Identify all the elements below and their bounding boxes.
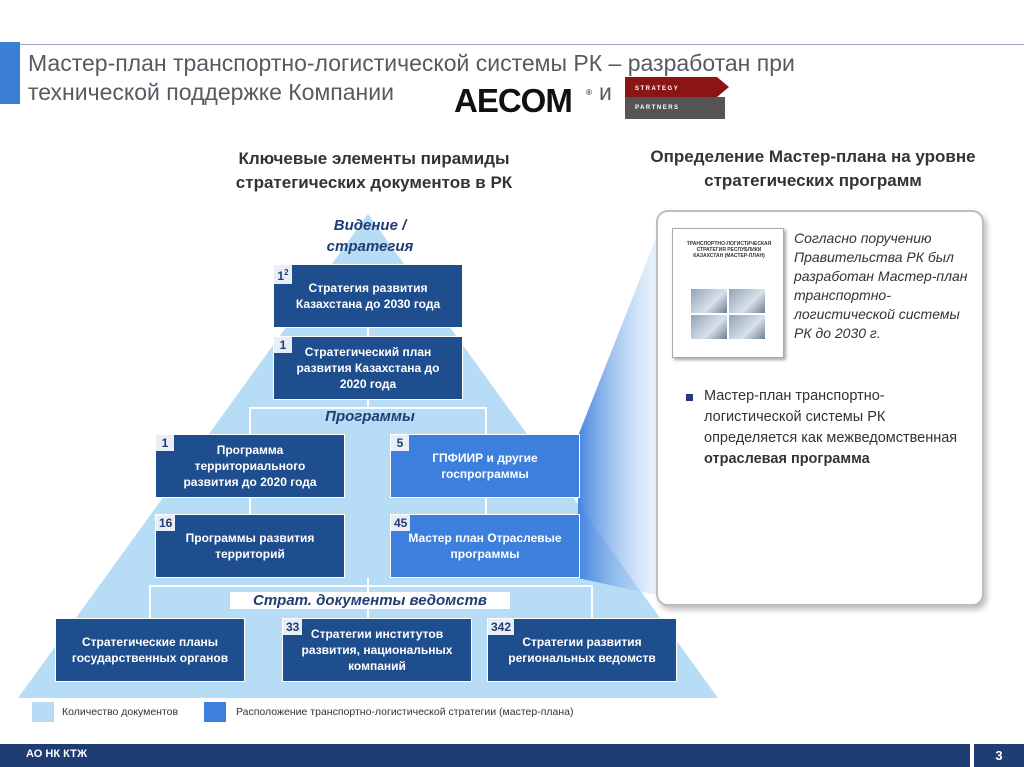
svg-text:AECOM: AECOM <box>454 82 572 119</box>
card-bullet-bold: отраслевая программа <box>704 451 870 467</box>
masterplan-heading: Определение Мастер-плана на уровне страт… <box>650 147 976 190</box>
legend-location-label: Расположение транспортно-логистической с… <box>236 706 574 718</box>
strategy-partners-logo: STRATEGY PARTNERS <box>625 77 729 119</box>
box-master-plan: Мастер план Отраслевые программы <box>390 514 580 578</box>
level-dept-label: Страт. документы ведомств <box>230 592 510 609</box>
sp-logo-top-text: STRATEGY <box>635 86 679 92</box>
footer-bar <box>0 744 970 767</box>
legend-location-swatch <box>204 702 226 722</box>
box-dev-institutions: Стратегии институтов развития, националь… <box>282 618 472 682</box>
pyramid-heading: Ключевые элементы пирамиды стратегически… <box>235 149 513 192</box>
badge-dev-institutions: 33 <box>283 619 303 635</box>
bullet-marker <box>686 394 693 401</box>
badge-gpfiir: 5 <box>391 435 409 451</box>
box-state-bodies-plans: Стратегические планы государственных орг… <box>55 618 245 682</box>
title-and-word: и <box>599 79 612 105</box>
box-strategic-plan-2020: Стратегический план развития Казахстана … <box>273 336 463 400</box>
box-strategy-2030-text: Стратегия развития Казахстана до 2030 го… <box>295 281 441 311</box>
box-dev-institutions-text: Стратегии институтов развития, националь… <box>301 627 453 673</box>
aecom-logo: AECOM ® <box>454 82 592 119</box>
page-number: 3 <box>974 744 1024 767</box>
box-regional-agencies: Стратегии развития региональных ведомств <box>487 618 677 682</box>
badge-territory-programs: 16 <box>156 515 176 531</box>
masterplan-booklet-image: ТРАНСПОРТНО-ЛОГИСТИЧЕСКАЯ СТРАТЕГИЯ РЕСП… <box>672 228 784 358</box>
card-italic-text: Согласно поручению Правительства РК был … <box>794 230 968 341</box>
masterplan-card <box>656 210 984 606</box>
badge-master-plan: 45 <box>391 515 411 531</box>
badge-strategic-plan-2020: 1 <box>274 337 292 353</box>
sp-logo-bottom-text: PARTNERS <box>635 105 680 111</box>
badge-regional-agencies: 342 <box>488 619 515 635</box>
card-bullet-text: Мастер-план транспортно-логистической си… <box>704 386 974 470</box>
slide-title: Мастер-план транспортно-логистической си… <box>28 49 795 107</box>
box-regional-agencies-text: Стратегии развития региональных ведомств <box>508 635 656 665</box>
slide-title-line2: технической поддержке Компании <box>28 79 394 105</box>
title-accent-bar <box>0 42 20 104</box>
badge-strategy-2030: 12 <box>274 265 292 284</box>
booklet-photos <box>691 289 765 339</box>
box-territory-programs-text: Программы развития территорий <box>185 531 315 561</box>
title-rule <box>20 44 1024 45</box>
box-master-plan-text: Мастер план Отраслевые программы <box>408 531 562 561</box>
highlight-beam <box>578 228 660 596</box>
svg-text:®: ® <box>586 88 592 97</box>
box-strategy-2030: Стратегия развития Казахстана до 2030 го… <box>273 264 463 328</box>
legend-count-label: Количество документов <box>62 706 179 718</box>
box-gpfiir-text: ГПФИИР и другие госпрограммы <box>432 451 538 481</box>
slide-title-line1: Мастер-план транспортно-логистической си… <box>28 50 795 76</box>
box-territorial-program: Программа территориального развития до 2… <box>155 434 345 498</box>
box-gpfiir: ГПФИИР и другие госпрограммы <box>390 434 580 498</box>
level-vision-label: Видение / стратегия <box>326 217 414 255</box>
legend-count-swatch <box>32 702 54 722</box>
box-territorial-program-text: Программа территориального развития до 2… <box>183 443 317 489</box>
booklet-title: ТРАНСПОРТНО-ЛОГИСТИЧЕСКАЯ СТРАТЕГИЯ РЕСП… <box>686 241 772 259</box>
badge-territorial-program: 1 <box>156 435 174 451</box>
card-bullet-plain: Мастер-план транспортно-логистической си… <box>704 388 958 446</box>
level-programs-label: Программы <box>325 408 415 425</box>
box-territory-programs: Программы развития территорий <box>155 514 345 578</box>
box-state-bodies-plans-text: Стратегические планы государственных орг… <box>71 635 229 665</box>
footer-org: АО НК КТЖ <box>26 748 88 760</box>
box-strategic-plan-2020-text: Стратегический план развития Казахстана … <box>296 345 440 391</box>
